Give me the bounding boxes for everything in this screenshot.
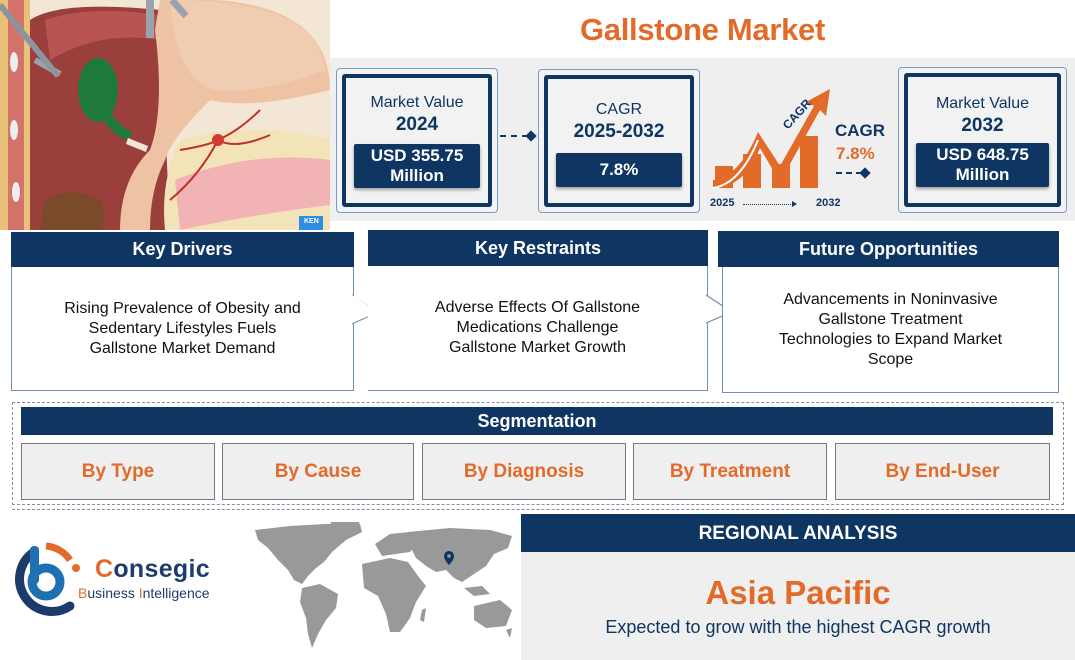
segment-by-treatment[interactable]: By Treatment [633, 443, 827, 500]
cagr-period: 2025-2032 [573, 121, 665, 142]
market-value-year: 2024 [395, 114, 439, 135]
consegic-logo: Consegic Business Intelligence [8, 540, 238, 620]
segment-by-end-user[interactable]: By End-User [835, 443, 1050, 500]
logo-initial: C [95, 555, 114, 583]
opportunity-text-line: Advancements in Noninvasive [783, 290, 998, 308]
market-value-2024-amount: USD 355.75 Million [354, 144, 480, 188]
amount-line-1: USD 355.75 [370, 146, 464, 165]
cagr-label: CAGR [595, 101, 643, 118]
watermark-label: KEN [304, 218, 319, 225]
opportunity-text-line: Technologies to Expand Market [778, 330, 1003, 348]
location-pin-icon [444, 551, 454, 565]
market-value-2032-inner: Market Value 2032 USD 648.75 Million [904, 73, 1061, 207]
growth-chart-icon: CAGR [712, 89, 830, 189]
regional-analysis-header: REGIONAL ANALYSIS [521, 514, 1075, 552]
logo-name-rest: onsegic [113, 555, 210, 583]
axis-start-year: 2025 [710, 197, 735, 209]
cagr-inner: CAGR 2025-2032 7.8% [544, 75, 694, 207]
market-value-label: Market Value [370, 94, 464, 111]
world-map-icon [255, 522, 512, 648]
amount-line-1: USD 648.75 [936, 145, 1029, 164]
top-region-description: Expected to grow with the highest CAGR g… [605, 617, 991, 637]
key-restraints-header: Key Restraints [368, 230, 708, 266]
future-opportunities-header: Future Opportunities [718, 231, 1059, 267]
logo-mark-icon [15, 542, 80, 616]
cagr-value: 7.8% [556, 153, 682, 187]
dashed-connector [500, 135, 528, 137]
segment-by-type[interactable]: By Type [21, 443, 215, 500]
cagr-card: CAGR 2025-2032 7.8% [538, 69, 700, 213]
segment-by-diagnosis[interactable]: By Diagnosis [422, 443, 626, 500]
key-drivers-header: Key Drivers [11, 232, 354, 267]
restraint-text-line: Medications Challenge [456, 319, 619, 336]
segment-by-cause[interactable]: By Cause [222, 443, 414, 500]
driver-text-line: Rising Prevalence of Obesity and [64, 299, 301, 317]
hero-illustration: KEN [0, 0, 330, 230]
restraint-text-line: Gallstone Market Growth [449, 339, 626, 356]
opportunity-text-line: Scope [867, 350, 914, 368]
market-value-2032-card: Market Value 2032 USD 648.75 Million [898, 67, 1067, 213]
stats-band: Market Value 2024 USD 355.75 Million CAG… [330, 58, 1075, 221]
segmentation-header: Segmentation [21, 407, 1053, 435]
market-value-2024-card: Market Value 2024 USD 355.75 Million [336, 68, 498, 213]
key-drivers-body: Rising Prevalence of Obesity and Sedenta… [11, 267, 354, 391]
tag-intelligence-rest: ntelligence [142, 585, 210, 601]
anatomy-illustration [0, 0, 330, 230]
axis-arrow-head-icon [792, 201, 797, 207]
market-value-label: Market Value [935, 95, 1030, 112]
cagr-side-value: 7.8% [836, 144, 875, 163]
market-value-2024-inner: Market Value 2024 USD 355.75 Million [342, 74, 492, 207]
diamond-marker-icon [859, 167, 871, 179]
page-title: Gallstone Market [579, 12, 825, 47]
key-restraints-body: Adverse Effects Of Gallstone Medications… [368, 266, 708, 391]
market-value-2032-amount: USD 648.75 Million [916, 143, 1049, 187]
tag-initial-i: I [138, 585, 143, 601]
driver-text-line: Gallstone Market Demand [89, 339, 276, 357]
axis-arrow-line [743, 204, 793, 205]
section-divider [12, 509, 1064, 510]
logo-tagline: Business Intelligence [78, 585, 210, 601]
dashed-connector [836, 172, 862, 174]
tag-business-rest: usiness [87, 585, 139, 601]
segmentation-section [12, 402, 1064, 505]
opportunity-text-line: Gallstone Treatment [818, 310, 963, 328]
tag-initial-b: B [78, 585, 88, 601]
logo-wordmark: Consegic [95, 555, 210, 584]
future-opportunities-body: Advancements in Noninvasive Gallstone Tr… [722, 267, 1059, 393]
axis-end-year: 2032 [816, 197, 841, 209]
chevron-right-connector-icon [352, 294, 380, 325]
amount-line-2: Million [390, 166, 444, 185]
cagr-side-label: CAGR [835, 121, 886, 140]
market-value-year: 2032 [961, 115, 1004, 136]
restraint-text-line: Adverse Effects Of Gallstone [434, 299, 641, 316]
amount-line-2: Million [955, 165, 1010, 184]
driver-text-line: Sedentary Lifestyles Fuels [88, 319, 277, 337]
diamond-marker-icon [525, 130, 537, 142]
top-region-name: Asia Pacific [705, 574, 891, 611]
